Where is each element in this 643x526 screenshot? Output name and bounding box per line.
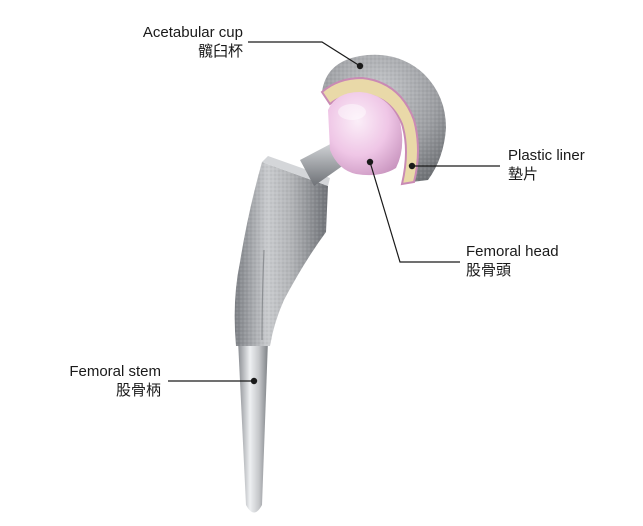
label-femoral-head: Femoral head 股骨頭	[466, 242, 559, 280]
label-femoral-head-zh: 股骨頭	[466, 261, 559, 280]
label-femoral-head-en: Femoral head	[466, 242, 559, 261]
label-plastic-liner-zh: 墊片	[508, 165, 585, 184]
label-plastic-liner-en: Plastic liner	[508, 146, 585, 165]
label-femoral-stem: Femoral stem 股骨柄	[69, 362, 161, 400]
label-acetabular-cup-en: Acetabular cup	[143, 23, 243, 42]
label-femoral-stem-en: Femoral stem	[69, 362, 161, 381]
label-acetabular-cup: Acetabular cup 髖臼杯	[143, 23, 243, 61]
label-plastic-liner: Plastic liner 墊片	[508, 146, 585, 184]
femoral-stem-tip	[238, 340, 268, 513]
label-femoral-stem-zh: 股骨柄	[69, 381, 161, 400]
label-acetabular-cup-zh: 髖臼杯	[143, 42, 243, 61]
